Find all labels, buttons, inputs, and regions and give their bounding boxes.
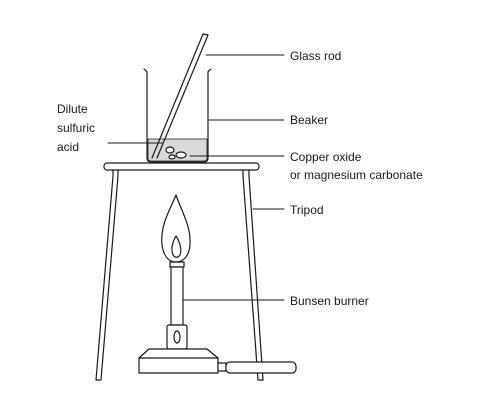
label-copper-oxide: Copper oxide or magnesium carbonate: [290, 149, 423, 183]
label-acid-line-1: Dilute: [57, 102, 88, 116]
label-solid-line-1: Copper oxide: [290, 150, 362, 164]
label-beaker: Beaker: [290, 113, 329, 127]
label-dilute-sulfuric-acid: Dilute sulfuric acid: [57, 101, 137, 155]
label-tripod: Tripod: [290, 203, 324, 217]
tripod: [95, 162, 264, 381]
glass-rod: [151, 33, 209, 159]
label-acid-line-3: acid: [57, 140, 80, 154]
inner-flame: [171, 235, 182, 258]
beaker: [143, 68, 212, 163]
label-glass-rod: Glass rod: [290, 49, 342, 63]
flame: [161, 194, 191, 263]
powder-solid: [165, 146, 187, 160]
gas-tubing: [225, 361, 297, 374]
leader-lines: [107, 54, 285, 301]
label-acid-line-2: sulfuric: [57, 121, 96, 135]
label-bunsen-burner: Bunsen burner: [290, 294, 369, 308]
bunsen-burner: [138, 194, 297, 374]
label-solid-line-2: or magnesium carbonate: [290, 168, 423, 182]
